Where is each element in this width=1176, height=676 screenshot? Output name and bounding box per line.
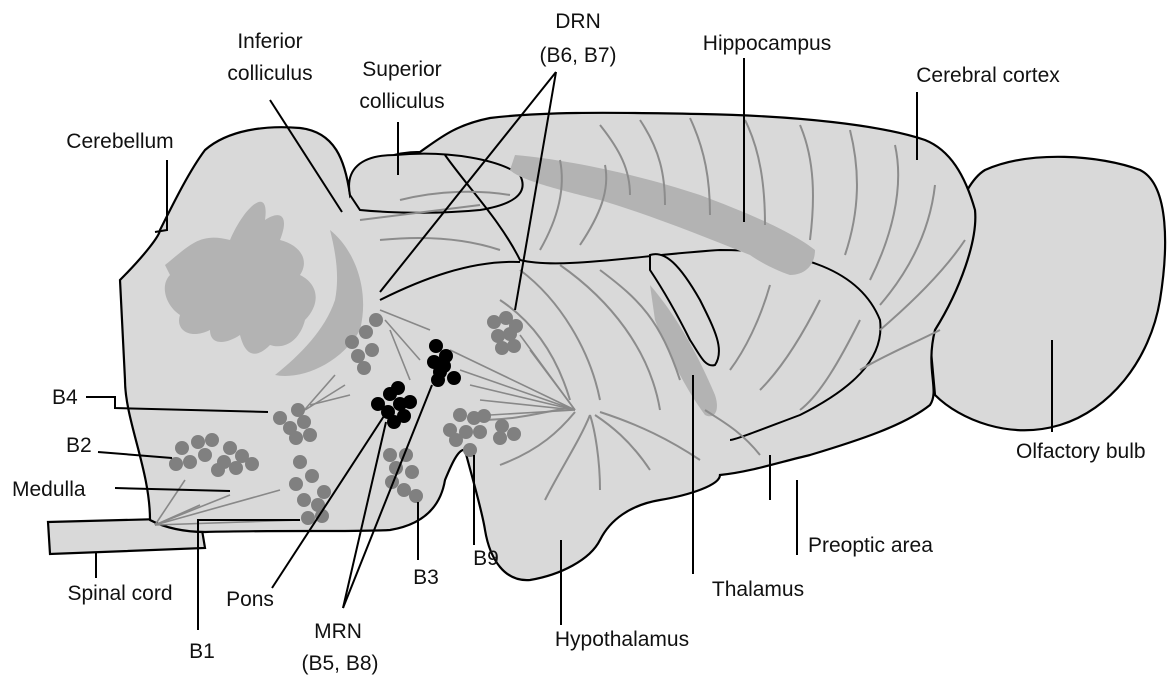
label-superior-colliculus-2: colliculus: [359, 90, 444, 113]
label-b4: B4: [52, 386, 78, 409]
label-b3: B3: [413, 566, 439, 589]
label-hypothalamus: Hypothalamus: [555, 628, 689, 651]
label-b9: B9: [473, 547, 499, 570]
label-medulla: Medulla: [12, 478, 86, 501]
label-pons: Pons: [226, 588, 274, 611]
label-drn-1: DRN: [555, 10, 601, 33]
label-cerebral-cortex: Cerebral cortex: [916, 64, 1060, 87]
label-b2: B2: [66, 434, 92, 457]
label-mrn-2: (B5, B8): [301, 652, 378, 675]
label-hippocampus: Hippocampus: [703, 32, 831, 55]
label-thalamus: Thalamus: [712, 578, 804, 601]
label-inferior-colliculus-2: colliculus: [227, 62, 312, 85]
label-cerebellum: Cerebellum: [66, 130, 173, 153]
label-inferior-colliculus-1: Inferior: [237, 30, 302, 53]
label-olfactory-bulb: Olfactory bulb: [1016, 440, 1146, 463]
label-preoptic-area: Preoptic area: [808, 534, 933, 557]
label-drn-2: (B6, B7): [539, 44, 616, 67]
label-mrn-1: MRN: [314, 620, 362, 643]
label-spinal-cord: Spinal cord: [67, 582, 172, 605]
label-superior-colliculus-1: Superior: [362, 58, 441, 81]
label-b1: B1: [189, 640, 215, 663]
